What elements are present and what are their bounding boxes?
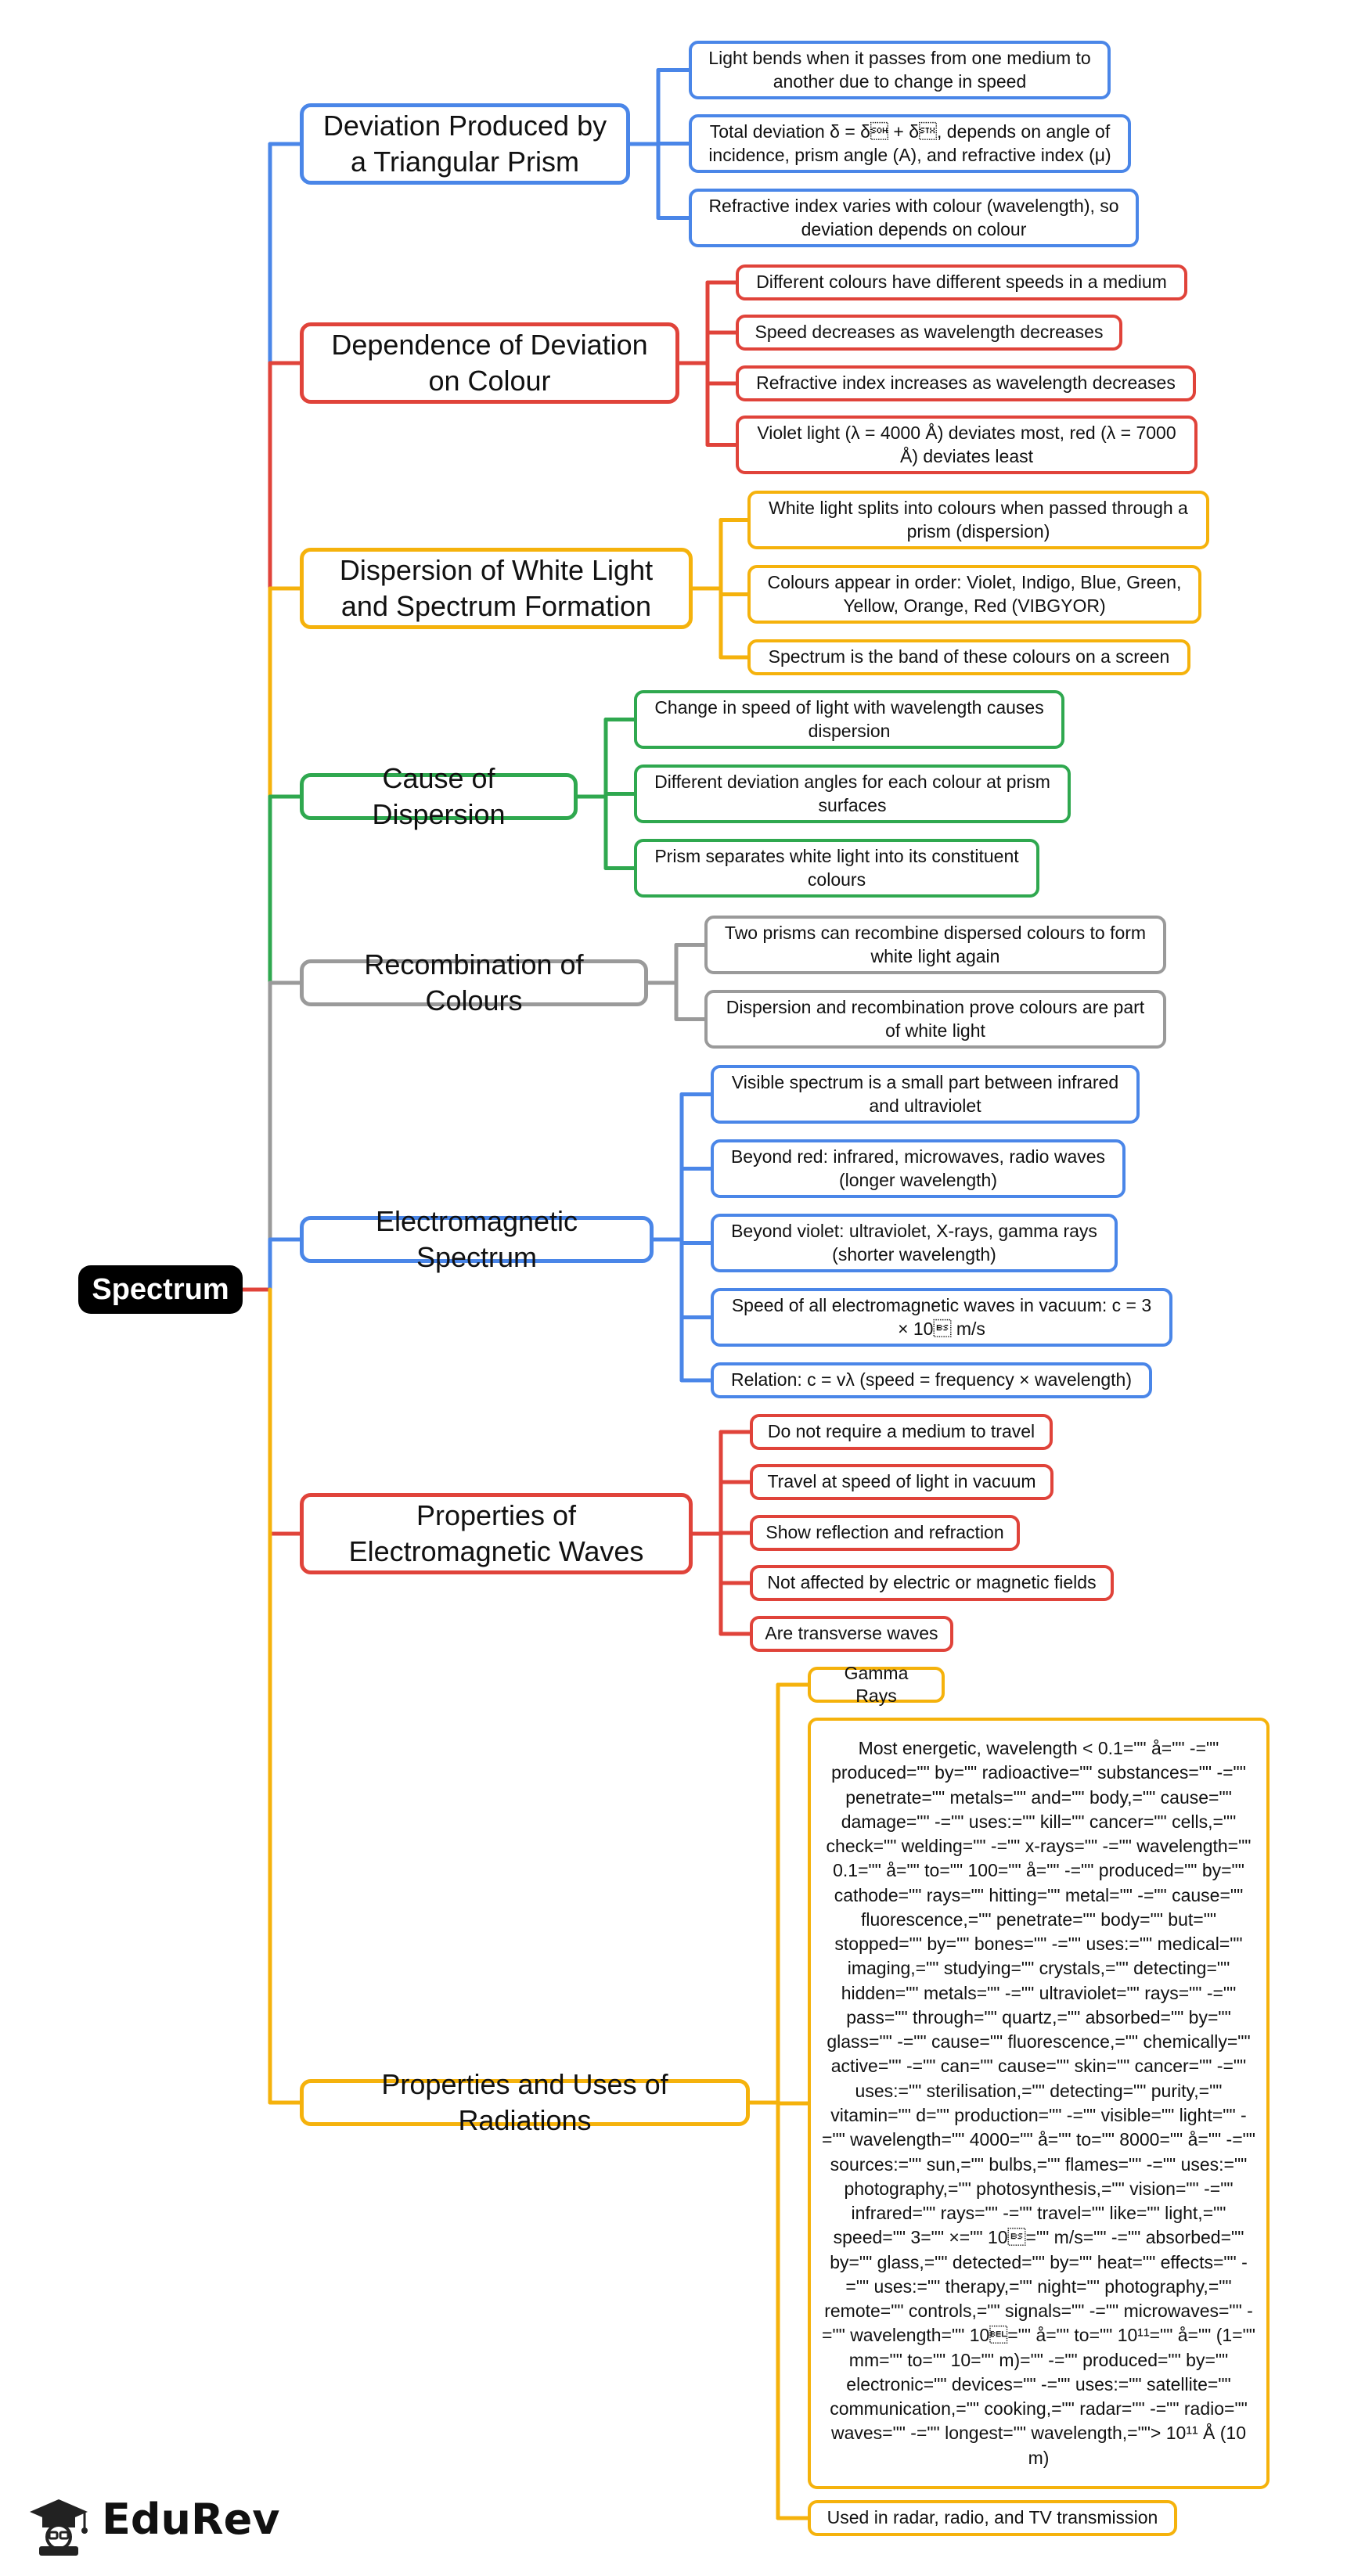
leaf-node: Speed decreases as wavelength decreases [736, 315, 1122, 351]
leaf-node: Beyond red: infrared, microwaves, radio … [711, 1139, 1126, 1198]
leaf-node: Change in speed of light with wavelength… [634, 690, 1064, 749]
leaf-node: Light bends when it passes from one medi… [689, 41, 1111, 99]
leaf-node: Refractive index increases as wavelength… [736, 365, 1196, 401]
leaf-node: Gamma Rays [808, 1663, 945, 1706]
leaf-node: Do not require a medium to travel [750, 1414, 1053, 1450]
branch-electromagnetic-spectrum: Electromagnetic Spectrum [300, 1205, 654, 1273]
branch-dispersion: Dispersion of White Light and Spectrum F… [300, 548, 693, 629]
leaf-node: Dispersion and recombination prove colou… [704, 990, 1166, 1049]
branch-recombination: Recombination of Colours [300, 948, 648, 1016]
leaf-node: Most energetic, wavelength < 0.1="" å=""… [808, 1718, 1270, 2489]
leaf-node: Travel at speed of light in vacuum [750, 1464, 1053, 1500]
branch-cause-of-dispersion: Cause of Dispersion [300, 762, 578, 830]
branch-em-wave-properties: Properties of Electromagnetic Waves [300, 1493, 693, 1574]
leaf-node: Refractive index varies with colour (wav… [689, 189, 1139, 247]
leaf-node: Violet light (λ = 4000 Å) deviates most,… [736, 416, 1198, 474]
leaf-node: Are transverse waves [750, 1616, 953, 1652]
branch-deviation: Deviation Produced by a Triangular Prism [300, 103, 630, 185]
branch-radiations: Properties and Uses of Radiations [300, 2068, 750, 2136]
branch-dependence-on-colour: Dependence of Deviation on Colour [300, 322, 679, 404]
leaf-node: Different colours have different speeds … [736, 264, 1187, 300]
leaf-node: Beyond violet: ultraviolet, X-rays, gamm… [711, 1214, 1118, 1272]
leaf-node: Show reflection and refraction [750, 1515, 1020, 1551]
leaf-node: Colours appear in order: Violet, Indigo,… [747, 565, 1201, 624]
graduation-cap-icon [30, 2499, 88, 2556]
leaf-node: Visible spectrum is a small part between… [711, 1065, 1140, 1124]
leaf-node: Total deviation δ = δ + δ, depends on … [689, 114, 1131, 173]
leaf-node: Two prisms can recombine dispersed colou… [704, 916, 1166, 974]
leaf-node: Used in radar, radio, and TV transmissio… [808, 2500, 1177, 2536]
root-node: Spectrum [78, 1265, 243, 1314]
leaf-node: Relation: c = vλ (speed = frequency × wa… [711, 1362, 1152, 1398]
leaf-node: Not affected by electric or magnetic fie… [750, 1565, 1114, 1601]
leaf-node: White light splits into colours when pas… [747, 491, 1209, 549]
leaf-node: Speed of all electromagnetic waves in va… [711, 1288, 1172, 1347]
brand-name: EduRev [102, 2495, 280, 2544]
leaf-node: Different deviation angles for each colo… [634, 765, 1071, 823]
edurev-logo: EduRev [23, 2488, 279, 2559]
leaf-node: Prism separates white light into its con… [634, 839, 1039, 898]
leaf-node: Spectrum is the band of these colours on… [747, 639, 1190, 675]
